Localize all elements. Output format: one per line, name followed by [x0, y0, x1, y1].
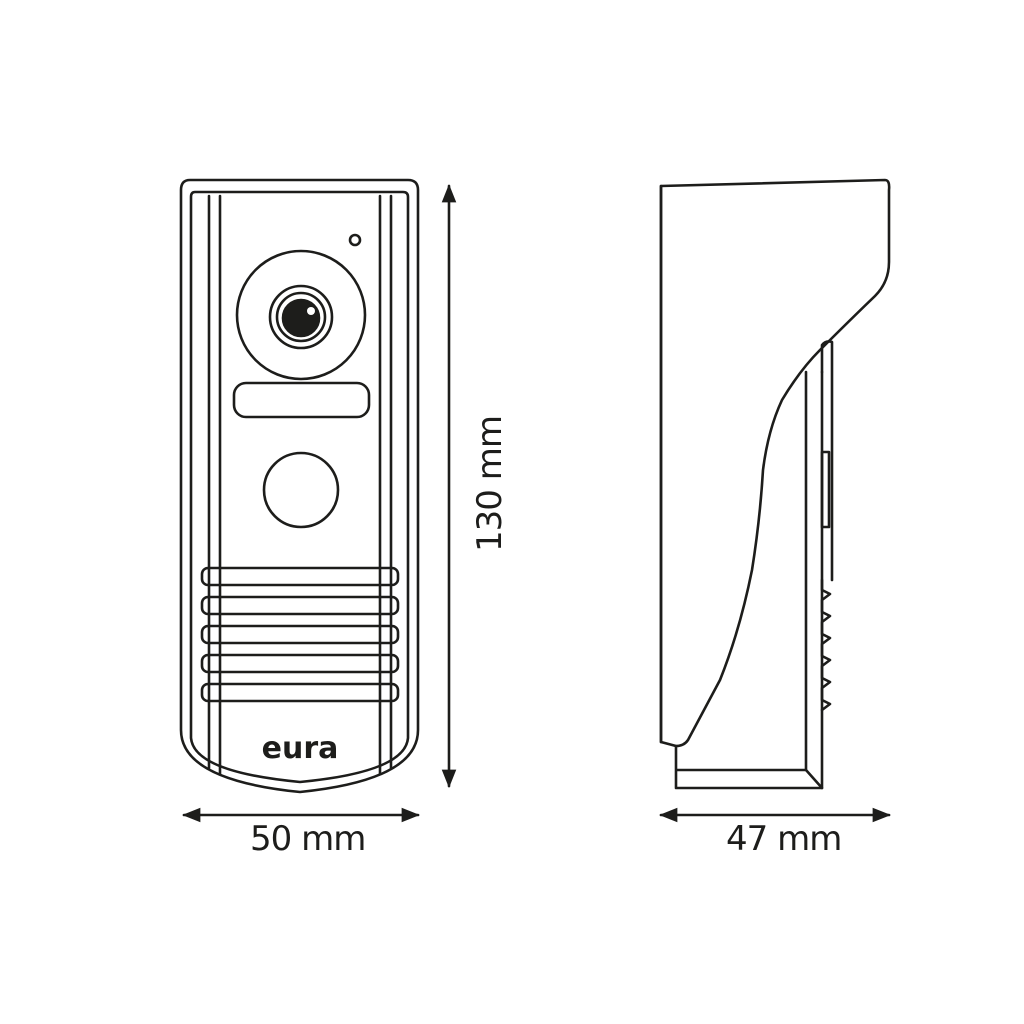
width-label: 50 mm [250, 819, 366, 859]
camera-housing [235, 249, 367, 381]
call-button [262, 451, 340, 529]
side-back-plate-top [820, 340, 834, 582]
camera-lens-icon [281, 298, 321, 338]
name-plate [232, 381, 371, 419]
camera-ring-inner [275, 291, 327, 343]
speaker-slot [200, 595, 400, 616]
height-label: 130 mm [470, 416, 510, 552]
brand-logo: eura [262, 731, 339, 766]
side-view [659, 178, 891, 790]
camera-ring-outer [268, 284, 334, 350]
side-housing-profile [659, 178, 891, 748]
speaker-grille [200, 566, 400, 703]
speaker-slot [200, 624, 400, 645]
speaker-slot [200, 566, 400, 587]
side-notches [820, 578, 832, 712]
camera-lens-highlight [307, 307, 315, 315]
side-bottom-base [674, 744, 824, 790]
front-view: eura [179, 178, 420, 794]
depth-label: 47 mm [726, 819, 842, 859]
front-housing-outer [179, 178, 420, 794]
side-connector [820, 450, 831, 529]
front-housing-inner [189, 190, 410, 784]
speaker-slot [200, 682, 400, 703]
side-back-plate [804, 370, 824, 790]
led-indicator [348, 233, 362, 247]
speaker-slot [200, 653, 400, 674]
